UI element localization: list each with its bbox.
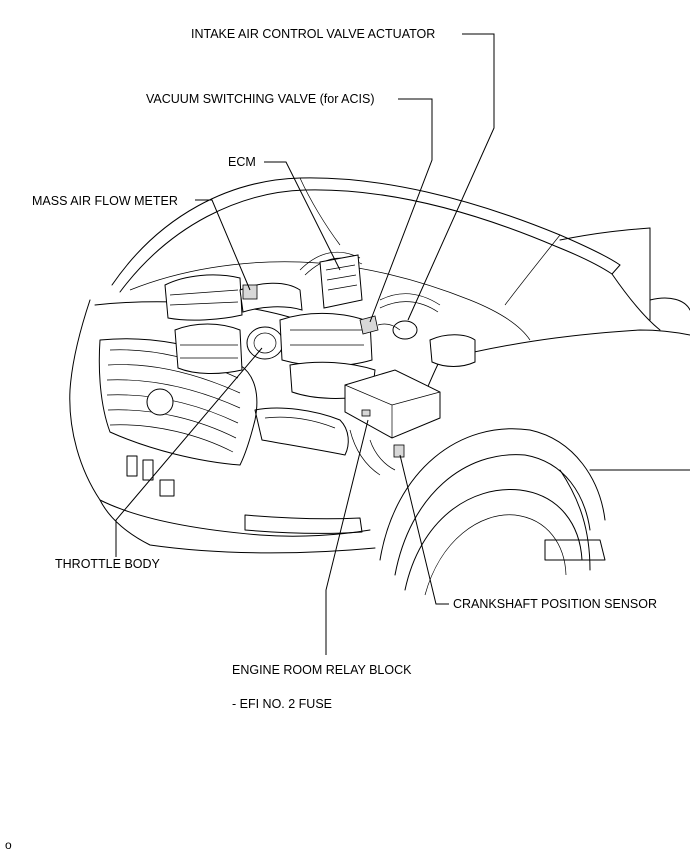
leader-maf [195, 199, 251, 291]
label-intake-air-control-valve-actuator: INTAKE AIR CONTROL VALVE ACTUATOR [191, 27, 436, 41]
leader-vsv [369, 98, 433, 323]
label-efi-no2-fuse: - EFI NO. 2 FUSE [232, 697, 333, 711]
label-ecm: ECM [228, 155, 256, 169]
engine-bay [129, 251, 531, 476]
label-engine-room-relay-block: ENGINE ROOM RELAY BLOCK [232, 663, 412, 677]
vehicle-body [69, 177, 690, 596]
label-vacuum-switching-valve: VACUUM SWITCHING VALVE (for ACIS) [146, 92, 375, 106]
label-mass-air-flow-meter: MASS AIR FLOW METER [32, 194, 178, 208]
leader-throttle-body [115, 347, 263, 557]
leader-ecm [264, 161, 341, 271]
label-crankshaft-position-sensor: CRANKSHAFT POSITION SENSOR [453, 597, 657, 611]
corner-mark: o [5, 838, 12, 852]
label-throttle-body: THROTTLE BODY [55, 557, 160, 571]
leader-crankshaft-sensor [399, 454, 449, 605]
leader-lines [115, 33, 495, 655]
leader-relay-block [325, 419, 369, 655]
leader-intake-actuator [407, 33, 495, 321]
